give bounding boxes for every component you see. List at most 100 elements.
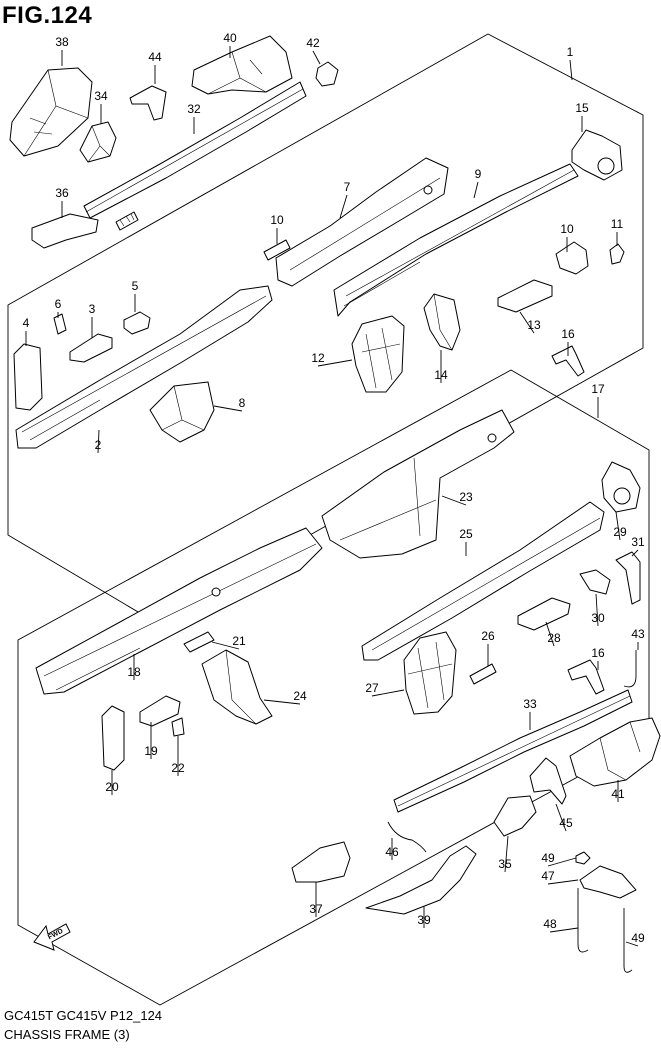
callout-label-29: 29 — [613, 525, 627, 539]
part-39-bracket — [365, 845, 477, 915]
callout-label-31: 31 — [631, 535, 645, 549]
callout-label-10: 10 — [270, 213, 284, 227]
callout-label-6: 6 — [55, 297, 62, 311]
callout-label-21: 21 — [232, 634, 246, 648]
part-50-nut — [575, 851, 591, 865]
callout-label-20: 20 — [105, 780, 119, 794]
callout-label-10: 10 — [560, 222, 574, 236]
part-43-hook — [623, 650, 637, 688]
part-29-bracket — [601, 461, 641, 513]
callout-leader-23 — [441, 495, 467, 506]
part-49-u-bolt-left — [577, 888, 589, 953]
callout-leader-12 — [317, 359, 353, 367]
part-19-bracket — [139, 695, 181, 727]
part-10-bracket — [555, 241, 589, 275]
callout-label-4: 4 — [23, 316, 30, 330]
part-7-rail — [275, 157, 449, 287]
part-26-clip — [469, 663, 497, 685]
callout-leader-45 — [555, 803, 567, 832]
callout-label-37: 37 — [309, 902, 323, 916]
callout-label-39: 39 — [417, 913, 431, 927]
callout-label-43: 43 — [631, 627, 645, 641]
callout-leader-47 — [547, 879, 579, 885]
part-42-clip — [315, 61, 339, 87]
part-20-bracket — [101, 705, 125, 771]
callout-label-35: 35 — [498, 857, 512, 871]
part-16-bolt — [551, 345, 585, 377]
callout-label-41: 41 — [611, 787, 625, 801]
callout-leader-35 — [504, 835, 509, 873]
part-41-bracket — [569, 717, 661, 787]
diagram-caption: CHASSIS FRAME (3) — [4, 1027, 130, 1042]
part-16b-bolt — [567, 659, 605, 695]
group-17-frame — [17, 369, 650, 1006]
callout-leader-48 — [549, 927, 579, 933]
callout-label-5: 5 — [132, 279, 139, 293]
part-27-bracket — [403, 631, 457, 715]
part-49-u-bolt-right — [623, 908, 633, 973]
part-22-clip — [171, 717, 185, 737]
callout-leader-30 — [595, 593, 599, 627]
callout-leader-21 — [211, 641, 240, 650]
part-25-rail — [361, 501, 605, 661]
callout-label-13: 13 — [527, 318, 541, 332]
callout-label-32: 32 — [187, 102, 201, 116]
callout-leader-27 — [371, 689, 405, 697]
callout-leader-49 — [625, 941, 639, 947]
part-45-bracket — [529, 757, 567, 805]
callout-label-2: 2 — [95, 438, 102, 452]
callout-leader-31 — [631, 549, 639, 557]
model-code-line: GC415T GC415V P12_124 — [4, 1008, 163, 1023]
callout-label-23: 23 — [459, 490, 473, 504]
callout-label-9: 9 — [475, 167, 482, 181]
part-30-bracket — [579, 569, 611, 595]
callout-label-46: 46 — [385, 845, 399, 859]
part-8-bracket — [149, 381, 215, 443]
callout-leader-13 — [519, 311, 535, 334]
callout-label-36: 36 — [55, 186, 69, 200]
callout-label-45: 45 — [559, 816, 573, 830]
callout-label-33: 33 — [523, 697, 537, 711]
callout-label-15: 15 — [575, 101, 589, 115]
part-18-rail — [35, 527, 323, 695]
callout-label-47: 47 — [541, 869, 555, 883]
callout-leader-29 — [615, 511, 621, 541]
callout-leader-28 — [545, 621, 555, 647]
part-28-bracket — [517, 597, 571, 631]
part-9-rail — [333, 163, 579, 317]
callout-label-40: 40 — [223, 31, 237, 45]
part-23-rail — [321, 409, 515, 559]
callout-label-18: 18 — [127, 665, 141, 679]
part-40-bracket — [191, 35, 293, 95]
part-12-bracket — [351, 315, 405, 393]
group-1-frame — [7, 33, 644, 623]
part-38-bracket — [9, 67, 93, 157]
callout-label-16: 16 — [591, 646, 605, 660]
callout-label-12: 12 — [311, 351, 325, 365]
part-24-bracket — [201, 649, 273, 725]
callout-label-1: 1 — [567, 45, 574, 59]
part-14-bracket — [423, 293, 461, 351]
callout-label-49: 49 — [631, 931, 645, 945]
callout-label-26: 26 — [481, 629, 495, 643]
callout-label-48: 48 — [543, 917, 557, 931]
part-36-bracket — [31, 213, 99, 249]
callout-label-49: 49 — [541, 851, 555, 865]
callout-label-25: 25 — [459, 527, 473, 541]
part-5-bracket — [123, 311, 151, 335]
callout-leader-9 — [473, 181, 479, 199]
callout-leader-7 — [339, 194, 348, 219]
callout-label-28: 28 — [547, 631, 561, 645]
callout-label-30: 30 — [591, 611, 605, 625]
part-44-bracket — [129, 85, 167, 121]
part-6-clip — [53, 313, 67, 335]
part-15-bracket — [571, 129, 623, 181]
callout-label-24: 24 — [293, 689, 307, 703]
callout-label-11: 11 — [611, 217, 624, 231]
callout-leader-42 — [312, 50, 321, 65]
part-11-clip — [609, 243, 625, 265]
part-3-bracket — [69, 333, 113, 363]
callout-label-22: 22 — [171, 761, 185, 775]
callout-label-14: 14 — [434, 368, 448, 382]
callout-label-38: 38 — [55, 35, 69, 49]
